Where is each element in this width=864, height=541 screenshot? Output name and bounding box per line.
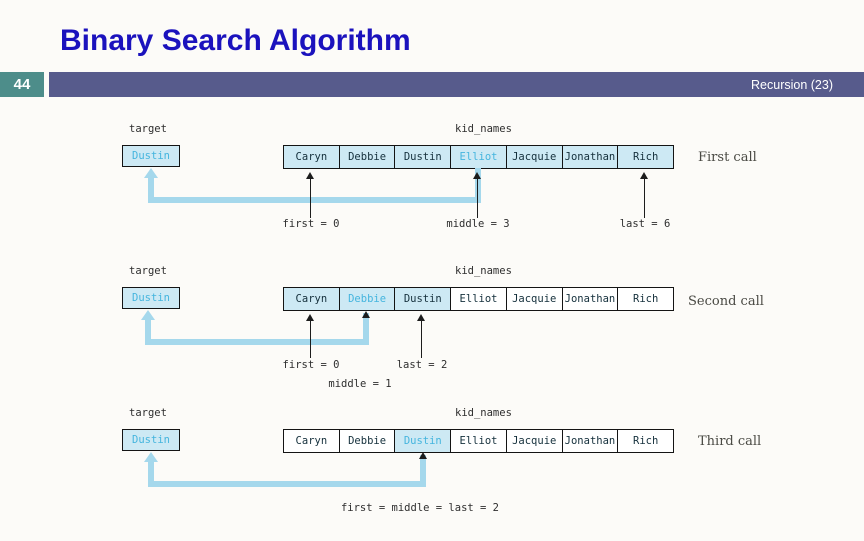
blue-return-arrow xyxy=(145,339,369,345)
array-cell-middle: Dustin xyxy=(394,430,451,452)
call-label: Third call xyxy=(698,434,762,449)
array-cell: Caryn xyxy=(295,435,328,447)
page-title: Binary Search Algorithm xyxy=(60,24,411,57)
pointer-arrow-icon xyxy=(640,172,648,179)
array-cell: Rich xyxy=(617,288,673,310)
array-cell: Dustin xyxy=(394,288,451,310)
pointer-label-last: last = 6 xyxy=(619,218,671,230)
array-name-label: kid_names xyxy=(455,265,512,277)
pointer-label-combined: first = middle = last = 2 xyxy=(340,502,500,514)
array-cell: Caryn xyxy=(284,146,339,168)
array-cell: Elliot xyxy=(450,430,506,452)
pointer-label-middle: middle = 3 xyxy=(446,218,510,230)
pointer-arrow-icon xyxy=(362,311,370,318)
pointer-label-first: first = 0 xyxy=(282,218,340,230)
array-cell: Jonathan xyxy=(561,430,618,452)
third-call-diagram: target Dustin kid_names Caryn Debbie Dus… xyxy=(0,399,864,541)
blue-return-arrow xyxy=(148,197,481,203)
pointer-line xyxy=(310,321,312,358)
array-cell-middle: Elliot xyxy=(450,146,506,168)
pointer-line xyxy=(644,179,646,218)
pointer-line xyxy=(310,179,312,218)
array-cell: Jacquie xyxy=(505,430,562,452)
pointer-arrow-icon xyxy=(306,172,314,179)
array-cell-middle: Debbie xyxy=(338,288,395,310)
array-cell: Rich xyxy=(617,146,674,168)
pointer-label-first: first = 0 xyxy=(282,359,340,371)
array-cell: Caryn xyxy=(284,288,339,310)
pointer-arrow-icon xyxy=(417,314,425,321)
array-cell: Dustin xyxy=(394,146,451,168)
arrow-up-icon xyxy=(144,452,158,462)
target-label: target xyxy=(129,265,167,277)
pointer-label-middle: middle = 1 xyxy=(328,378,392,390)
blue-return-arrow xyxy=(148,462,154,481)
array-cell: Jonathan xyxy=(561,288,618,310)
array-name-label: kid_names xyxy=(455,123,512,135)
arrow-up-icon xyxy=(144,168,158,178)
blue-return-arrow xyxy=(420,455,426,481)
pointer-arrow-icon xyxy=(473,172,481,179)
blue-return-arrow xyxy=(148,481,426,487)
array-cell: Rich xyxy=(617,430,673,452)
call-label: First call xyxy=(698,150,757,165)
arrow-up-icon xyxy=(141,310,155,320)
blue-return-arrow xyxy=(363,313,369,339)
target-box: Dustin xyxy=(122,145,180,167)
blue-return-arrow xyxy=(145,320,151,339)
names-array: Caryn Debbie Dustin Elliot Jacquie Jonat… xyxy=(283,145,674,169)
pointer-arrow-icon xyxy=(306,314,314,321)
target-box: Dustin xyxy=(122,287,180,309)
names-array: Caryn Debbie Dustin Elliot Jacquie Jonat… xyxy=(283,429,674,453)
target-label: target xyxy=(129,123,167,135)
blue-return-arrow xyxy=(148,178,154,197)
first-call-diagram: target Dustin kid_names Caryn Debbie Dus… xyxy=(0,115,864,257)
pointer-line xyxy=(421,321,423,358)
pointer-label-last: last = 2 xyxy=(396,359,448,371)
array-cell: Jacquie xyxy=(505,146,562,168)
names-array: Caryn Debbie Dustin Elliot Jacquie Jonat… xyxy=(283,287,674,311)
slide-number-badge: 44 xyxy=(0,72,44,97)
target-label: target xyxy=(129,407,167,419)
call-label: Second call xyxy=(688,294,764,309)
array-cell: Elliot xyxy=(450,288,506,310)
array-name-label: kid_names xyxy=(455,407,512,419)
pointer-arrow-icon xyxy=(419,452,427,459)
pointer-line xyxy=(477,179,479,218)
array-cell: Jacquie xyxy=(505,288,562,310)
array-cell: Debbie xyxy=(338,146,395,168)
target-box: Dustin xyxy=(122,429,180,451)
course-label: Recursion (23) xyxy=(751,77,833,92)
array-cell: Debbie xyxy=(338,430,395,452)
header-bar: Recursion (23) xyxy=(49,72,864,97)
array-cell: Jonathan xyxy=(561,146,618,168)
second-call-diagram: target Dustin kid_names Caryn Debbie Dus… xyxy=(0,257,864,399)
